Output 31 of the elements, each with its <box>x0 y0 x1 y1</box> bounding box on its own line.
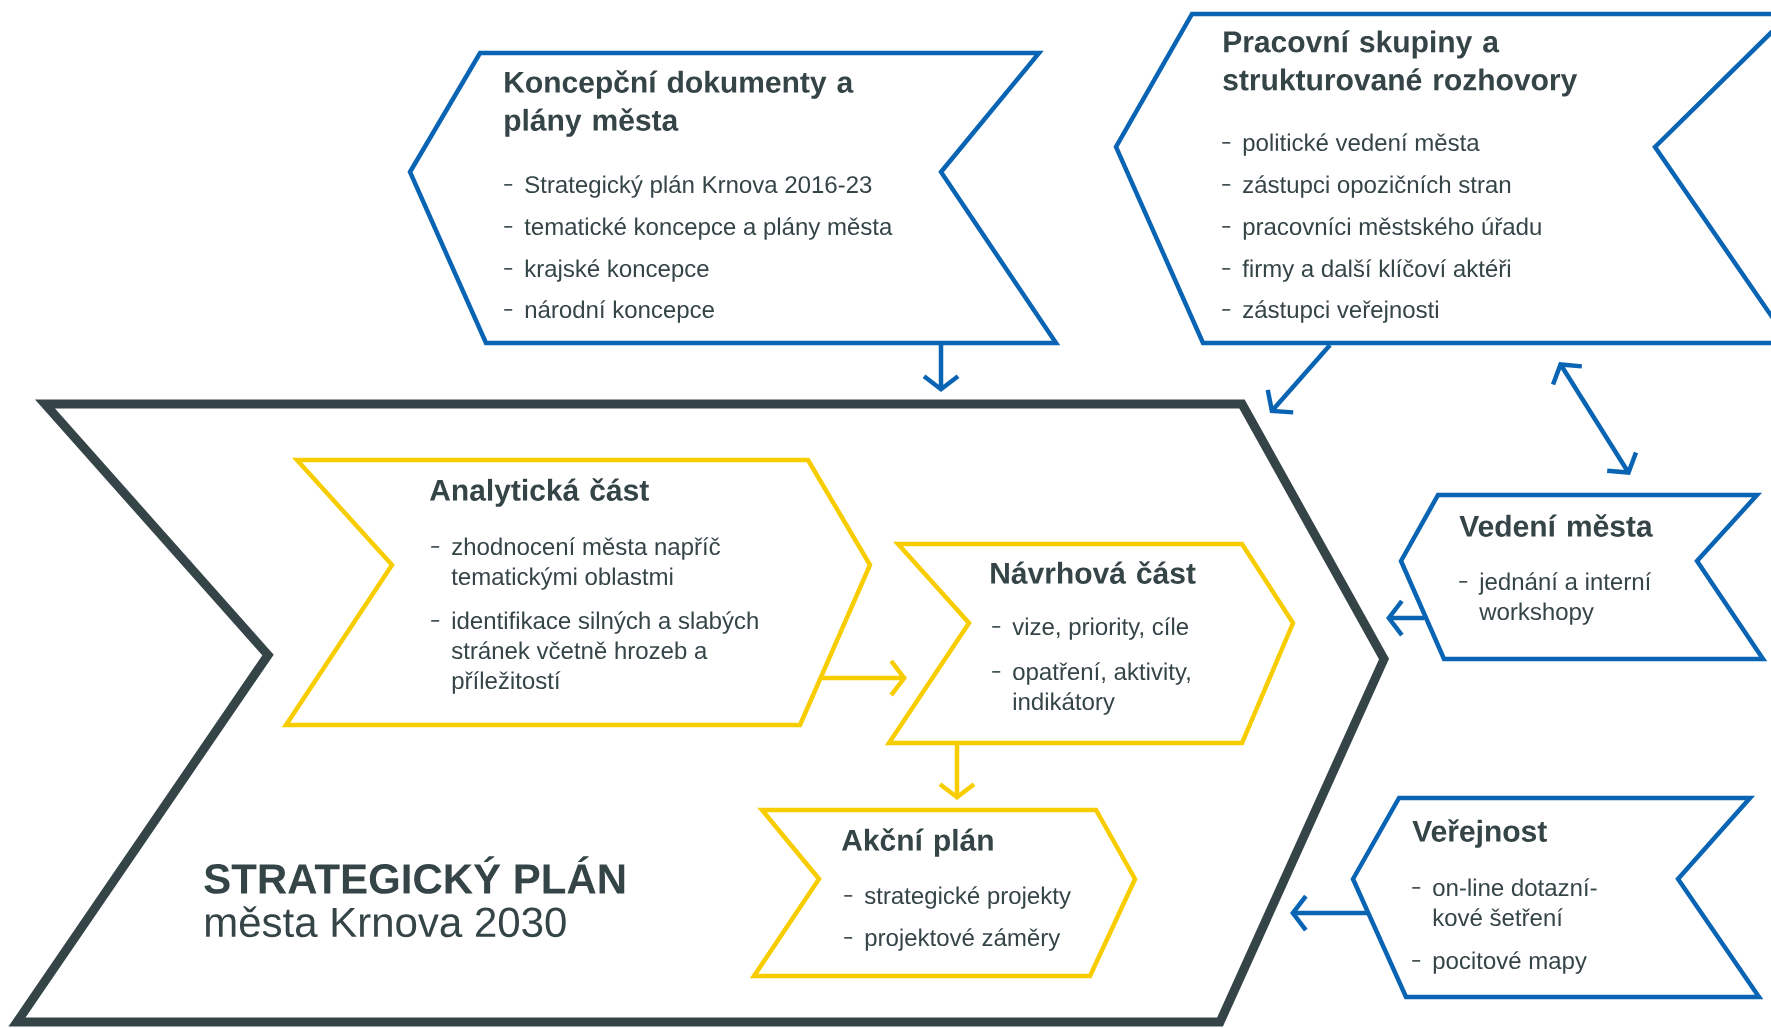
heading: Koncepční dokumenty a plány města <box>505 70 854 137</box>
arrow <box>1290 894 1367 932</box>
list-item: politické vedení města <box>1221 133 1480 156</box>
list-item: zhodnocení města napříč tematickými oblastmi <box>430 537 721 590</box>
list-item: strategické projekty <box>843 886 1071 909</box>
heading: Návrhová část <box>991 561 1196 584</box>
list-item: zástupci opozičních stran <box>1221 175 1511 198</box>
list-item: národní koncepce <box>503 300 714 323</box>
heading: Akční plán <box>841 828 993 857</box>
list-item: identifikace silných a slabých stránek včetně hrozeb a příležitostí <box>430 611 758 694</box>
list-item: on-line dotazní- kové šetření <box>1411 878 1597 927</box>
title-text: města Krnova 2030 <box>206 906 566 938</box>
list-item: projektové záměry <box>843 928 1061 951</box>
arrow <box>1550 362 1639 475</box>
list-item: vize, priority, cíle <box>991 617 1189 640</box>
heading: Vedení města <box>1459 514 1653 537</box>
heading: Analytická část <box>429 478 649 507</box>
list-item: jednání a interní workshopy <box>1458 572 1652 625</box>
heading: Veřejnost <box>1412 819 1547 848</box>
list-item: opatření, aktivity, indikátory <box>991 662 1190 715</box>
title-text: STRATEGICKÝ PLÁN <box>204 856 625 894</box>
heading: Pracovní skupiny a strukturované rozhovory <box>1223 30 1578 97</box>
list-item: pracovníci městského úřadu <box>1221 217 1541 240</box>
list-item: zástupci veřejnosti <box>1221 300 1438 323</box>
arrow <box>821 659 907 697</box>
list-item: Strategický plán Krnova 2016-23 <box>503 175 872 198</box>
list-item: pocitové mapy <box>1411 951 1587 974</box>
list-item: tematické koncepce a plány města <box>503 217 893 240</box>
arrow <box>1265 343 1332 415</box>
list-item: krajské koncepce <box>503 259 709 282</box>
list-item: firmy a další klíčoví aktéři <box>1221 259 1510 282</box>
